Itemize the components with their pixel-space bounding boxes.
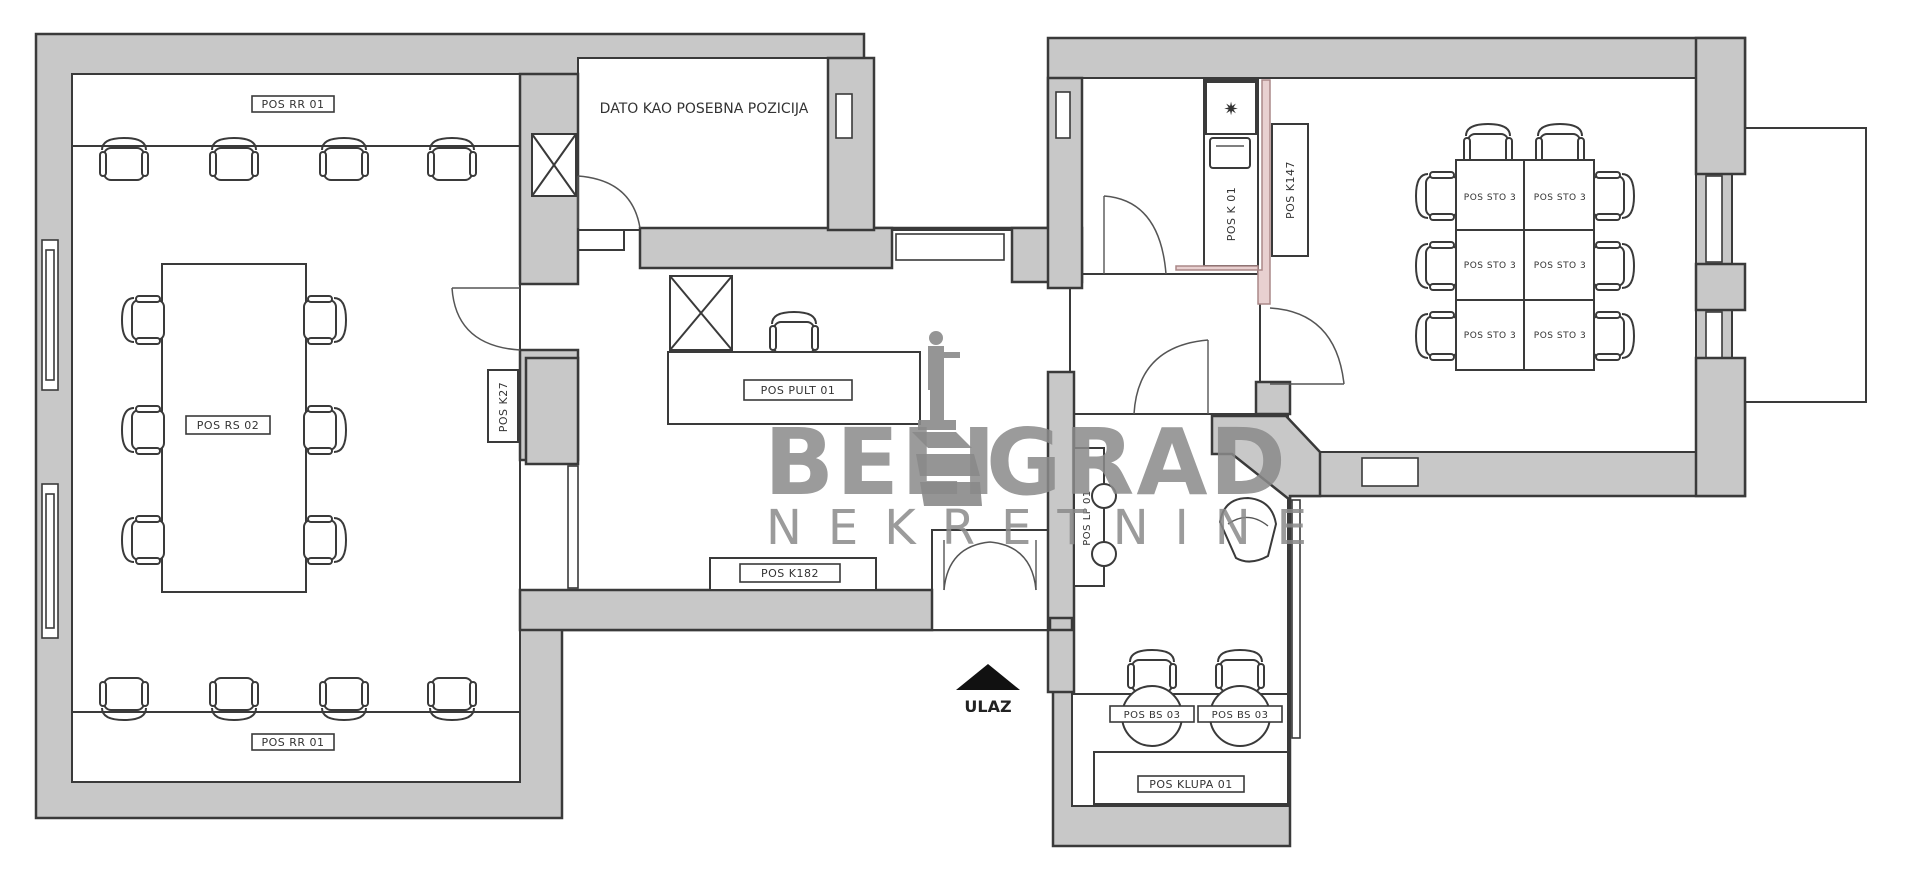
chair-icon: [1215, 648, 1265, 693]
meeting-room-furniture: [1455, 159, 1595, 371]
chair-icon: [209, 136, 259, 181]
tag-meeting-2: POS STO 3: [1534, 193, 1586, 203]
tag-meeting-5: POS STO 3: [1464, 331, 1516, 341]
chair-icon: [319, 136, 369, 181]
tag-meeting-6: POS STO 3: [1534, 331, 1586, 341]
watermark-brand-left: BELI: [764, 409, 998, 516]
shafts: [531, 133, 733, 351]
chair-icon: [427, 136, 477, 181]
watermark-brand-right: GRAD: [986, 409, 1288, 516]
room-reserved: [577, 57, 829, 231]
chair-icon: [303, 295, 348, 345]
entrance-label: ULAZ: [964, 697, 1011, 716]
passage: [1069, 273, 1261, 415]
tag-seat-right: POS BS 03: [1212, 710, 1269, 721]
chair-icon: [99, 677, 149, 722]
annex: [1694, 36, 1747, 498]
tag-lobby-cabinet: POS K182: [761, 567, 819, 580]
tag-kitchen-tall: POS K147: [1284, 161, 1297, 219]
tag-seat-left: POS BS 03: [1124, 710, 1181, 721]
chair-icon: [120, 295, 165, 345]
tag-side-cabinet: POS K27: [497, 382, 510, 432]
svg-text:✷: ✷: [1223, 99, 1238, 120]
chair-icon: [1414, 241, 1459, 291]
chair-icon: [769, 310, 819, 355]
lobby-upper: [577, 229, 625, 251]
chair-icon: [1591, 171, 1636, 221]
reserved-room-note: DATO KAO POSEBNA POZICIJA: [600, 101, 809, 117]
reception-area: [667, 351, 921, 591]
chair-icon: [1535, 122, 1585, 167]
doors: [451, 175, 1345, 591]
entrance-arrow-icon: [956, 664, 1020, 690]
tag-washbasin: POS LP 01: [1082, 490, 1093, 545]
balcony: [1731, 127, 1867, 403]
tag-desk-top: POS RR 01: [261, 98, 324, 111]
stairs-logo-icon: [912, 432, 982, 506]
chair-icon: [1127, 648, 1177, 693]
chair-icon: [1463, 122, 1513, 167]
watermark: BELI GRAD NEKRETNINE: [764, 331, 1333, 556]
inner-walls: [518, 56, 1322, 694]
tag-conference-table: POS RS 02: [197, 419, 259, 432]
tag-desk-bottom: POS RR 01: [261, 736, 324, 749]
vestibule: [931, 529, 1051, 631]
tag-kitchen-counter: POS K 01: [1225, 187, 1238, 241]
tag-bench: POS KLUPA 01: [1149, 778, 1233, 791]
chair-icon: [99, 136, 149, 181]
statue-logo-icon: [918, 331, 960, 430]
label-tags: POS RR 01 POS RR 01 POS RS 02 POS K27 PO…: [185, 95, 1586, 793]
watermark-sub: NEKRETNINE: [766, 500, 1333, 556]
chair-icon: [1414, 171, 1459, 221]
chair-icon: [1591, 241, 1636, 291]
chair-icon: [303, 405, 348, 455]
chair-icon: [427, 677, 477, 722]
tag-meeting-3: POS STO 3: [1464, 261, 1516, 271]
chair-icon: [303, 515, 348, 565]
tag-meeting-4: POS STO 3: [1534, 261, 1586, 271]
chair-icon: [209, 677, 259, 722]
tag-meeting-1: POS STO 3: [1464, 193, 1516, 203]
tag-reception: POS PULT 01: [761, 384, 836, 397]
chair-icon: [319, 677, 369, 722]
chairs: [99, 122, 1636, 722]
windows: [41, 91, 1723, 739]
chair-icon: [120, 405, 165, 455]
chair-icon: [120, 515, 165, 565]
kitchen-furniture: ✷: [1175, 79, 1309, 305]
